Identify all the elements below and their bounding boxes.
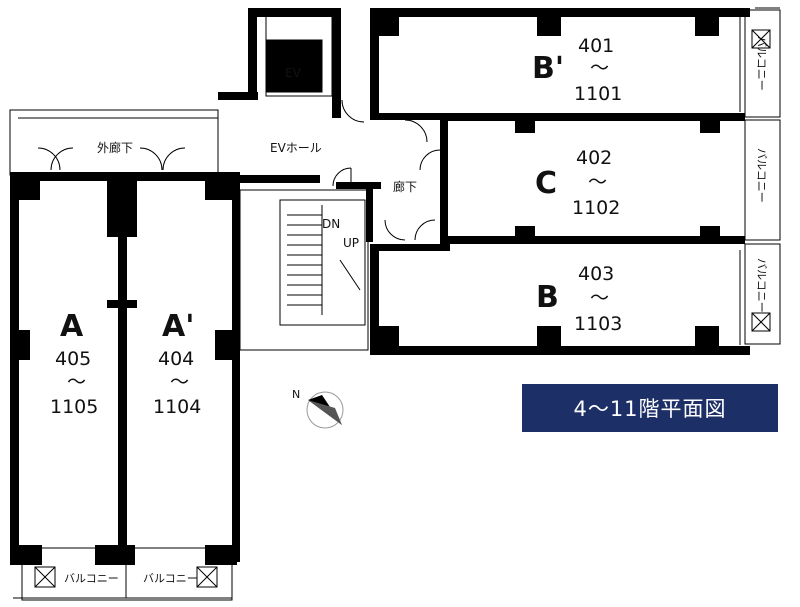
stairs-up-label: UP: [343, 236, 359, 250]
unit-403: B 403 ～ 1103: [536, 263, 622, 335]
unit-to: 1101: [574, 83, 622, 105]
unit-tilde: ～: [67, 371, 86, 393]
balcony-label-401: バルコニー: [755, 36, 768, 91]
unit-type: C: [535, 166, 557, 201]
unit-tilde: ～: [170, 371, 189, 393]
unit-type: A: [60, 309, 84, 344]
elevator-label: EV: [285, 66, 302, 80]
unit-from: 402: [576, 147, 612, 169]
balcony-label-403: バルコニー: [755, 258, 768, 313]
right-block-walls: [370, 7, 781, 355]
unit-405: A 405 ～ 1105: [50, 309, 98, 418]
stairs-down-label: DN: [322, 217, 340, 231]
unit-from: 403: [578, 263, 614, 285]
outer-corridor-label: 外廊下: [97, 140, 133, 155]
north-compass-icon: N: [292, 388, 344, 429]
unit-tilde: ～: [590, 287, 609, 309]
unit-401: B' 401 ～ 1101: [532, 35, 622, 105]
balcony-drain-icons: [34, 29, 771, 588]
unit-from: 404: [158, 348, 194, 370]
unit-type: B: [536, 280, 559, 315]
unit-type: A': [162, 309, 194, 344]
north-label: N: [292, 388, 300, 401]
unit-type: B': [532, 51, 564, 86]
core-walls: [218, 8, 381, 351]
elevator-hall-label: EVホール: [270, 141, 322, 155]
unit-to: 1102: [572, 197, 620, 219]
stairs: [287, 205, 361, 315]
unit-to: 1104: [153, 396, 201, 418]
unit-from: 401: [578, 35, 614, 57]
balcony-label-402: バルコニー: [755, 148, 768, 203]
unit-to: 1103: [574, 313, 622, 335]
doors: [37, 99, 441, 241]
unit-from: 405: [55, 348, 91, 370]
floor-plan-title: 4～11階平面図: [522, 384, 778, 432]
balcony-label-405: バルコニー: [64, 572, 119, 585]
unit-tilde: ～: [590, 57, 609, 79]
unit-402: C 402 ～ 1102: [535, 147, 620, 219]
corridor-label: 廊下: [393, 179, 417, 194]
unit-to: 1105: [50, 396, 98, 418]
left-block-walls: [9, 109, 240, 601]
unit-404: A' 404 ～ 1104: [153, 309, 201, 418]
unit-tilde: ～: [588, 171, 607, 193]
balcony-label-404: バルコニー: [143, 572, 198, 585]
